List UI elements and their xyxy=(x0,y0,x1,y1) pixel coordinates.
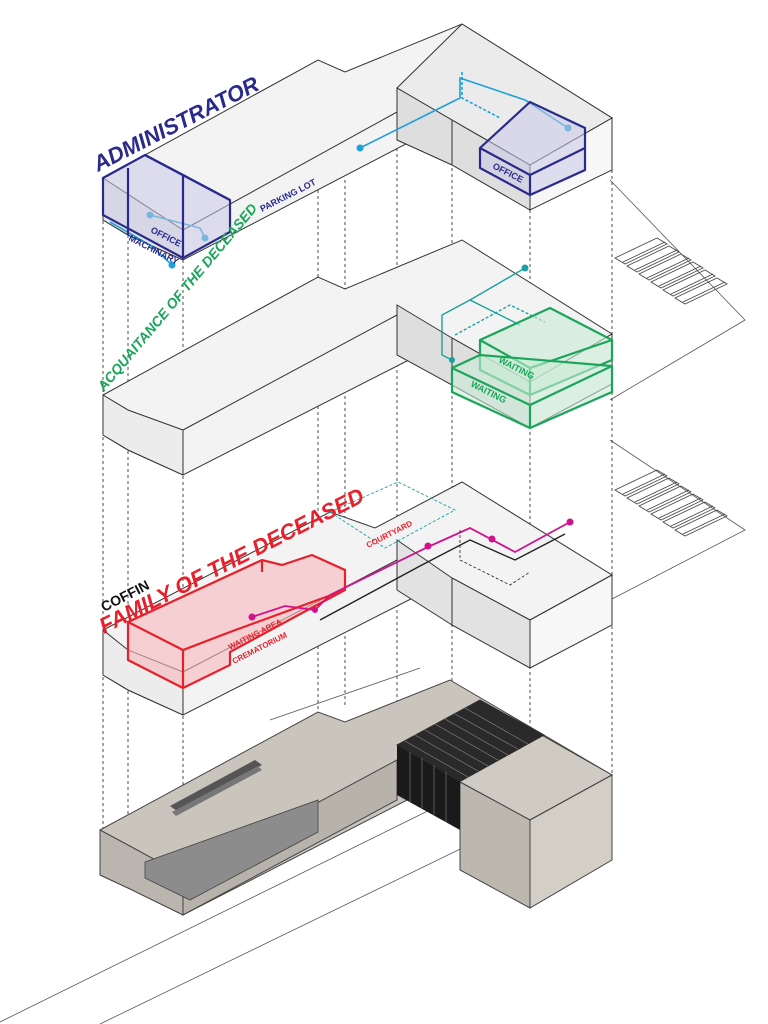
courtyard-outline xyxy=(329,481,456,549)
admin-east-office-room xyxy=(478,100,587,197)
bus-icon xyxy=(674,277,728,305)
bus-icon xyxy=(626,245,680,273)
coffin-path-nodes xyxy=(248,518,574,621)
louver-screen xyxy=(397,700,545,830)
site-lines xyxy=(0,179,746,1024)
bus-icon xyxy=(650,493,704,521)
bus-icon xyxy=(650,261,704,289)
bus-icon xyxy=(638,485,692,513)
bus-icon xyxy=(662,501,716,529)
acq-mass-front xyxy=(102,394,184,476)
parking-buses-upper xyxy=(614,237,728,305)
bus-icon xyxy=(674,509,728,537)
parking-buses-lower xyxy=(614,469,728,537)
coffin-path-dark xyxy=(319,533,566,621)
base-east-side xyxy=(529,774,613,909)
bus-icon xyxy=(614,237,668,265)
family-path-dashed xyxy=(459,530,531,586)
bus-icon xyxy=(614,469,668,497)
admin-office-machinary-room xyxy=(101,153,232,260)
coffin-path xyxy=(251,521,571,618)
bus-icon xyxy=(662,269,716,297)
acq-circulation-path xyxy=(441,267,546,361)
skylight xyxy=(170,760,262,816)
acq-waiting-room-lower xyxy=(450,353,614,430)
crematorium-waiting-room xyxy=(126,553,347,690)
bus-icon xyxy=(626,477,680,505)
acq-path-nodes xyxy=(449,264,529,363)
recessed-window xyxy=(144,799,319,901)
fam-east-side xyxy=(529,574,613,669)
bus-icon xyxy=(638,253,692,281)
